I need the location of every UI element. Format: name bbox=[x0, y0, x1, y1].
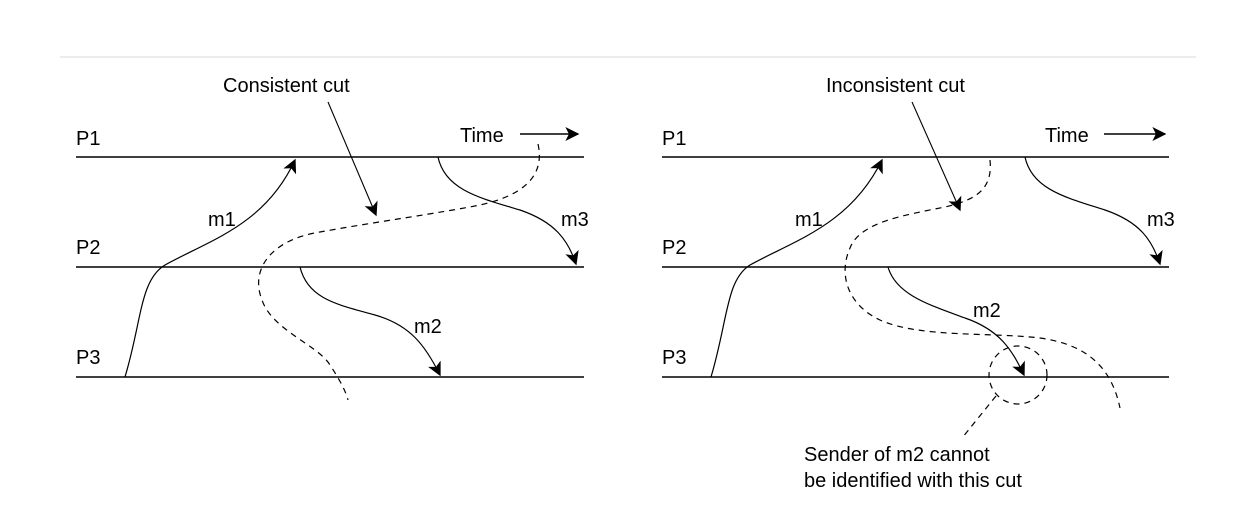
left-p1-label: P1 bbox=[76, 128, 100, 150]
right-p2-label: P2 bbox=[662, 237, 686, 259]
left-m3-arrow bbox=[437, 156, 579, 266]
right-m2-arrow bbox=[887, 266, 1025, 377]
right-p3-label: P3 bbox=[662, 347, 686, 369]
left-p3-label: P3 bbox=[76, 347, 100, 369]
right-time-label: Time bbox=[1045, 125, 1089, 147]
right-note-line-2: be identified with this cut bbox=[804, 470, 1022, 492]
note-leader-line bbox=[961, 395, 997, 439]
left-cut-pointer bbox=[327, 101, 378, 217]
right-note-line-1: Sender of m2 cannot bbox=[804, 444, 990, 466]
right-m1-arrow bbox=[710, 158, 883, 378]
right-m3-label: m3 bbox=[1147, 209, 1175, 231]
left-m3-label: m3 bbox=[561, 209, 589, 231]
left-m1-label: m1 bbox=[208, 209, 236, 231]
right-panel: Inconsistent cut Time P1 P2 P3 m1 m2 m3 … bbox=[662, 75, 1175, 492]
left-title: Consistent cut bbox=[223, 75, 350, 97]
left-m2-arrow bbox=[299, 266, 441, 377]
right-m3-arrow bbox=[1024, 156, 1163, 266]
right-m2-label: m2 bbox=[973, 300, 1001, 322]
left-m1-arrow bbox=[124, 158, 297, 378]
right-m1-label: m1 bbox=[795, 209, 823, 231]
right-cut-pointer bbox=[911, 101, 962, 212]
left-m2-label: m2 bbox=[414, 316, 442, 338]
right-title: Inconsistent cut bbox=[826, 75, 965, 97]
left-cut-line bbox=[258, 143, 540, 401]
right-cut-line bbox=[844, 159, 1121, 409]
right-p1-label: P1 bbox=[662, 128, 686, 150]
left-p2-label: P2 bbox=[76, 237, 100, 259]
m2-highlight-circle bbox=[988, 345, 1048, 405]
left-time-label: Time bbox=[460, 125, 504, 147]
left-panel: Consistent cut Time P1 P2 P3 m1 m2 m3 bbox=[76, 75, 589, 401]
